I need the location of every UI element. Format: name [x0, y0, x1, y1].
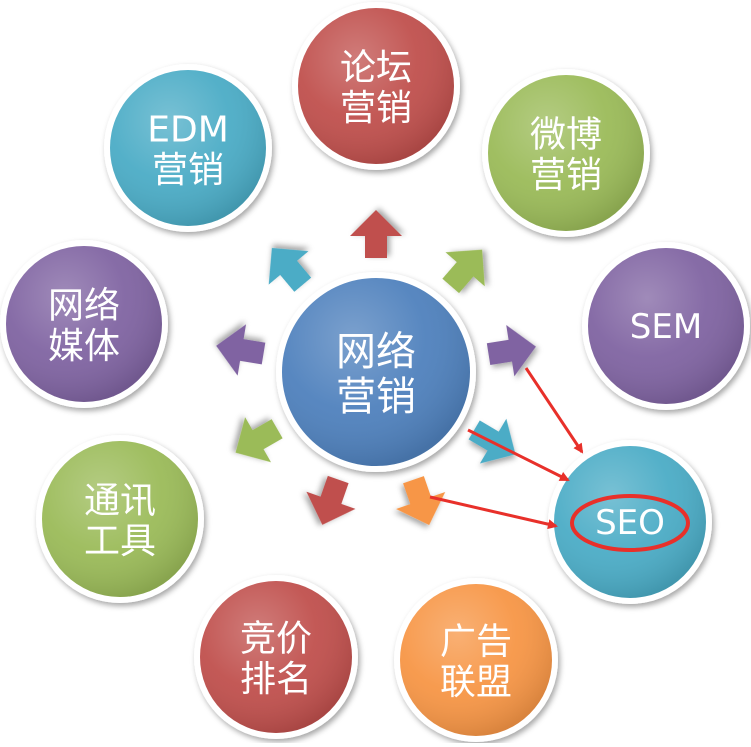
node-guanggao-shine: [400, 584, 552, 736]
node-edm-label-line2: 营销: [152, 150, 224, 191]
node-meiti-label-line2: 媒体: [48, 326, 120, 367]
center-node-label-line1: 网络: [336, 329, 416, 375]
node-tongxun-label-line2: 工具: [84, 521, 156, 562]
arrow-sem: [486, 325, 536, 377]
node-tongxun-label-line1: 通讯: [84, 481, 156, 522]
node-luntan-label-line1: 论坛: [340, 48, 412, 89]
node-sem-shine: [588, 248, 744, 404]
node-seo-shine: [554, 446, 706, 598]
pointer-from-seo-arrow: [467, 428, 570, 482]
node-luntan-label-line2: 营销: [340, 88, 412, 129]
center-node-shine: [282, 278, 470, 466]
arrow-jingjia: [306, 475, 356, 525]
arrow-meiti: [216, 324, 266, 376]
center-node-label-line2: 营销: [336, 374, 416, 420]
node-guanggao-label-line2: 联盟: [440, 662, 512, 703]
node-luntan-shine: [298, 8, 454, 164]
node-meiti-shine: [6, 246, 162, 402]
node-sem: SEM: [582, 242, 750, 410]
arrow-edm: [268, 247, 312, 292]
node-tongxun-shine: [42, 441, 198, 597]
node-sem-label-line1: SEM: [630, 307, 702, 347]
node-jingjia-shine: [200, 581, 352, 733]
node-edm-label-line1: EDM: [147, 110, 229, 151]
arrow-luntan: [350, 210, 402, 258]
node-weibo-shine: [488, 75, 644, 231]
node-meiti-label-line1: 网络: [48, 286, 120, 327]
pointer-from-ad-arrow: [429, 495, 558, 530]
node-guanggao-label-line1: 广告: [440, 622, 512, 663]
node-seo-label-line1: SEO: [595, 503, 665, 543]
pointer-from-sem-arrow: [524, 367, 584, 454]
node-weibo-label-line2: 营销: [530, 155, 602, 196]
node-jingjia-label-line2: 排名: [240, 659, 312, 700]
seo-highlight-ellipse: [570, 494, 690, 552]
arrow-guanggao: [396, 476, 446, 526]
node-weibo-label-line1: 微博: [530, 115, 602, 156]
arrow-weibo: [442, 249, 485, 294]
arrow-tongxun: [235, 417, 283, 463]
node-seo: SEO: [548, 440, 712, 604]
node-jingjia-label-line1: 竞价: [240, 619, 312, 660]
node-edm-shine: [110, 70, 266, 226]
